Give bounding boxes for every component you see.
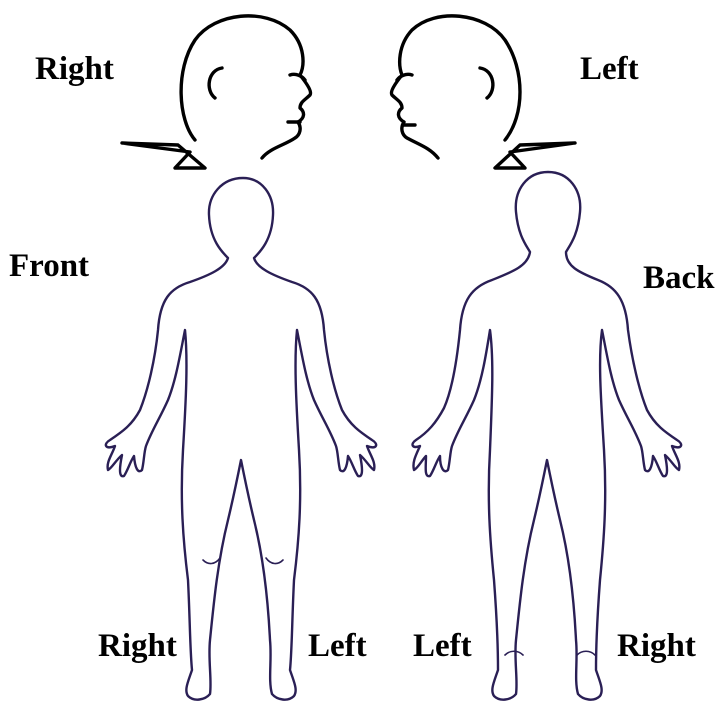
back-left-foot-label: Left	[413, 630, 472, 663]
head-left-label: Left	[580, 53, 639, 86]
head-profile-left	[391, 16, 575, 168]
front-left-foot-label: Left	[308, 630, 367, 663]
back-body-outline	[413, 172, 682, 700]
front-body-outline	[106, 178, 376, 700]
front-right-foot-label: Right	[98, 630, 177, 663]
back-label: Back	[643, 262, 715, 295]
head-right-label: Right	[35, 53, 114, 86]
back-right-foot-label: Right	[617, 630, 696, 663]
head-profile-right	[122, 16, 311, 168]
front-label: Front	[9, 250, 89, 283]
